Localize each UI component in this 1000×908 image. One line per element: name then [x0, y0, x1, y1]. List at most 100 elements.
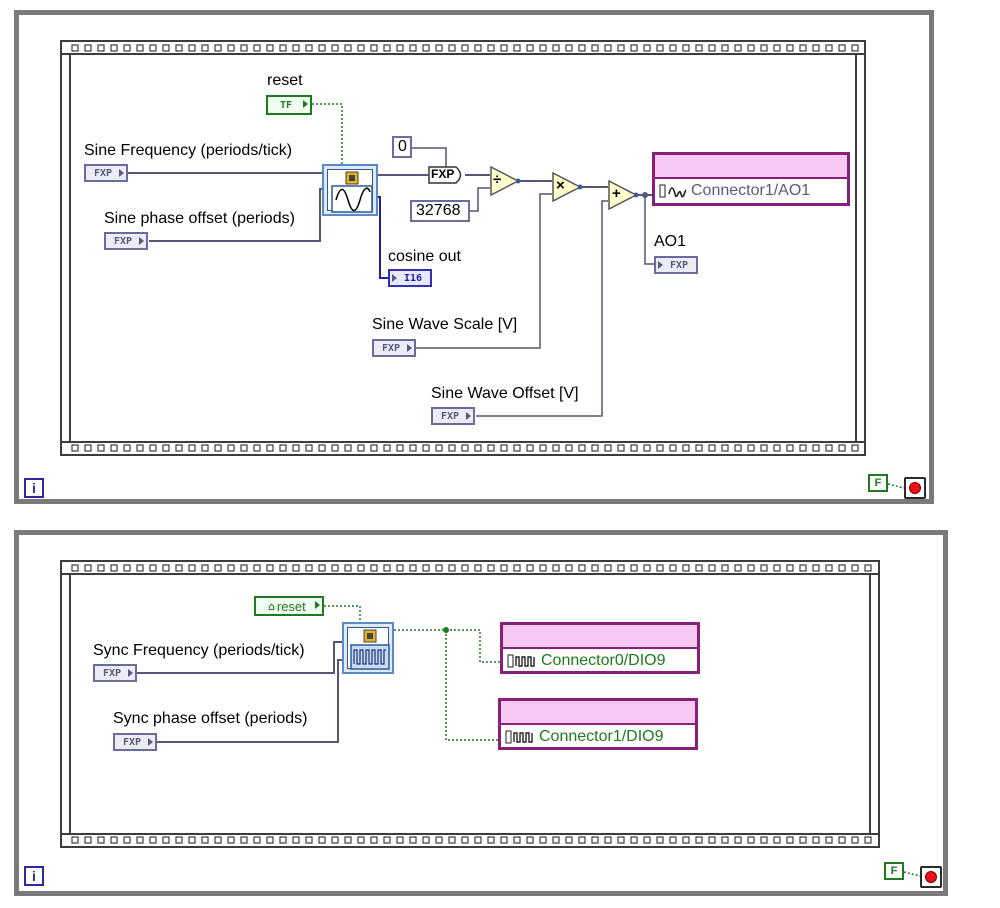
sprocket-hole [526, 444, 534, 452]
sine-wave-offset-control[interactable]: FXP [431, 407, 475, 425]
sprocket-hole [565, 564, 573, 572]
reset-control[interactable]: TF [266, 95, 312, 115]
constant-32768[interactable]: 32768 [410, 200, 470, 222]
sprocket-hole [461, 444, 469, 452]
sprocket-hole [188, 836, 196, 844]
io-node-header [503, 625, 697, 649]
constant-zero[interactable]: 0 [392, 136, 412, 158]
sprocket-hole [71, 444, 79, 452]
sprocket-hole [110, 44, 118, 52]
sprocket-hole [292, 44, 300, 52]
add-node[interactable]: + [608, 179, 638, 211]
bottom-false-constant[interactable]: F [884, 862, 904, 880]
multiply-node[interactable]: × [552, 171, 582, 203]
bottom-reset-local-variable[interactable]: ⌂ reset [254, 596, 324, 616]
io-node-connector1-dio9[interactable]: Connector1/DIO9 [498, 698, 698, 750]
sprocket-hole [825, 444, 833, 452]
sprocket-hole [643, 564, 651, 572]
sprocket-hole [591, 836, 599, 844]
sprocket-hole [812, 444, 820, 452]
sprocket-hole [188, 564, 196, 572]
bottom-stop-button[interactable] [920, 866, 942, 888]
io-node-connector1-ao1[interactable]: Connector1/AO1 [652, 152, 850, 206]
sync-frequency-control[interactable]: FXP [93, 664, 137, 682]
sprocket-hole [240, 444, 248, 452]
sprocket-hole [656, 444, 664, 452]
sprocket-hole [292, 564, 300, 572]
sprocket-hole [734, 44, 742, 52]
sprocket-hole [214, 44, 222, 52]
to-fixed-point-node[interactable]: FXP [428, 166, 466, 184]
sprocket-hole [565, 444, 573, 452]
sprocket-hole [656, 44, 664, 52]
to-fxp-text: FXP [431, 167, 455, 181]
sprocket-hole [227, 44, 235, 52]
sine-wave-scale-control[interactable]: FXP [372, 339, 416, 357]
sprocket-hole [162, 44, 170, 52]
sine-phase-offset-control[interactable]: FXP [104, 232, 148, 250]
sprocket-hole [461, 836, 469, 844]
sprocket-hole [799, 444, 807, 452]
sync-phase-offset-control[interactable]: FXP [113, 733, 157, 751]
sprocket-hole [838, 836, 846, 844]
sprocket-hole [500, 44, 508, 52]
sprocket-hole [175, 564, 183, 572]
sprocket-hole [604, 564, 612, 572]
sprocket-hole [175, 836, 183, 844]
sprocket-hole [71, 564, 79, 572]
sprocket-hole [266, 44, 274, 52]
sine-generator-subvi[interactable] [322, 164, 378, 216]
sprocket-hole [487, 836, 495, 844]
cosine-out-label: cosine out [388, 248, 461, 265]
sprocket-hole [383, 836, 391, 844]
sprocket-hole [565, 44, 573, 52]
sprocket-hole [578, 836, 586, 844]
sprocket-hole [149, 44, 157, 52]
sprocket-hole [240, 564, 248, 572]
sprocket-hole [851, 564, 859, 572]
sprocket-hole [435, 564, 443, 572]
sprocket-hole [84, 44, 92, 52]
multiply-icon [552, 171, 582, 203]
sprocket-hole [162, 444, 170, 452]
sprocket-hole [201, 44, 209, 52]
sprocket-hole [227, 836, 235, 844]
sprocket-hole [240, 44, 248, 52]
sprocket-hole [552, 836, 560, 844]
sprocket-hole [123, 444, 131, 452]
io-node-connector0-dio9[interactable]: Connector0/DIO9 [500, 622, 700, 674]
sprocket-hole [279, 564, 287, 572]
digital-waveform-icon [505, 730, 533, 744]
sprocket-hole [357, 444, 365, 452]
sprocket-hole [825, 44, 833, 52]
sprocket-hole [396, 444, 404, 452]
sprocket-hole [136, 44, 144, 52]
sprocket-hole [669, 444, 677, 452]
sprocket-hole [669, 44, 677, 52]
top-iteration-terminal: i [24, 478, 44, 498]
sprocket-hole [305, 444, 313, 452]
sine-wave-offset-label: Sine Wave Offset [V] [431, 385, 579, 402]
sprocket-hole [708, 836, 716, 844]
sprocket-hole [474, 44, 482, 52]
sprocket-hole [630, 444, 638, 452]
sprocket-hole [500, 564, 508, 572]
sprocket-hole [578, 444, 586, 452]
sprocket-hole [110, 564, 118, 572]
divide-node[interactable]: ÷ [490, 165, 520, 197]
sprocket-hole [630, 564, 638, 572]
sine-frequency-control[interactable]: FXP [84, 164, 128, 182]
sprocket-hole [695, 836, 703, 844]
sprocket-hole [591, 444, 599, 452]
ao1-label: AO1 [654, 233, 687, 250]
sprocket-hole [474, 564, 482, 572]
sprocket-hole [370, 444, 378, 452]
top-stop-button[interactable] [904, 477, 926, 499]
sprocket-hole [435, 444, 443, 452]
sprocket-hole [409, 836, 417, 844]
sprocket-hole [305, 44, 313, 52]
top-false-constant[interactable]: F [868, 474, 888, 492]
top-timed-sequence-frame [60, 40, 866, 456]
sprocket-hole [669, 564, 677, 572]
square-wave-generator-subvi[interactable] [342, 622, 394, 674]
